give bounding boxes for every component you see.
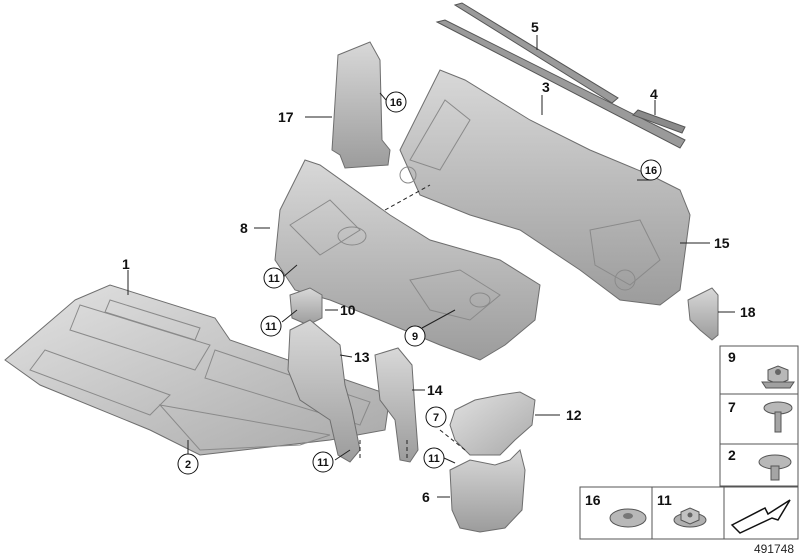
seal-strip-5-part [453, 2, 619, 104]
label-part-3: 3 [542, 79, 550, 95]
callout-part-16b-text: 16 [390, 97, 402, 109]
label-part-17: 17 [278, 109, 294, 125]
callout-part-2: 2 [177, 453, 199, 475]
callout-part-11c-text: 11 [317, 457, 329, 469]
callout-part-16b: 16 [385, 91, 407, 113]
fastener-legend: 9 7 2 16 11 [579, 345, 799, 540]
clip-16-icon [609, 508, 647, 528]
label-part-5: 5 [531, 19, 539, 35]
callout-part-11b-text: 11 [265, 321, 277, 333]
label-part-13: 13 [354, 349, 370, 365]
callout-part-16a: 16 [640, 159, 662, 181]
callout-part-7: 7 [425, 406, 447, 428]
legend-label-11: 11 [657, 492, 672, 508]
shield-6-part [449, 449, 526, 533]
rivet-7-icon [763, 401, 793, 433]
leader-lines [127, 35, 735, 498]
cover-18-part [687, 287, 719, 341]
legend-label-7: 7 [728, 399, 736, 415]
nut-11-icon [673, 507, 707, 528]
clip-2-icon [758, 454, 792, 481]
label-part-4: 4 [650, 86, 658, 102]
callout-part-16a-text: 16 [645, 165, 657, 177]
legend-label-16: 16 [585, 492, 601, 508]
bracket-10-part [289, 287, 323, 326]
callout-part-7-text: 7 [433, 412, 439, 424]
bulkhead-part [399, 69, 691, 306]
seal-strip-3-part [435, 19, 686, 149]
label-part-10: 10 [340, 302, 356, 318]
diagram-number: 491748 [753, 542, 794, 556]
callout-part-11a-text: 11 [268, 273, 280, 285]
callout-part-9-text: 9 [412, 331, 418, 343]
bonnet-insulation-part [4, 284, 391, 456]
insulation-14-part [374, 347, 419, 463]
direction-arrow-icon [730, 499, 791, 534]
callout-part-11a: 11 [263, 267, 285, 289]
seal-strip-4-part [632, 109, 686, 134]
legend-label-2: 2 [728, 447, 736, 463]
callout-part-9: 9 [404, 325, 426, 347]
heat-shield-12-part [449, 391, 536, 456]
nut-9-icon [761, 365, 795, 389]
bracket-17-part [331, 41, 391, 169]
callout-part-2-text: 2 [185, 459, 191, 471]
label-part-18: 18 [740, 304, 756, 320]
callout-part-11c: 11 [312, 451, 334, 473]
legend-box-11 [651, 486, 725, 540]
insulation-13-part [287, 319, 361, 463]
label-part-1: 1 [122, 256, 130, 272]
callout-part-11d: 11 [423, 447, 445, 469]
callout-part-11b: 11 [260, 315, 282, 337]
label-part-15: 15 [714, 235, 730, 251]
legend-label-9: 9 [728, 349, 736, 365]
callout-part-11d-text: 11 [428, 453, 440, 465]
label-part-6: 6 [422, 489, 430, 505]
label-part-8: 8 [240, 220, 248, 236]
label-part-14: 14 [427, 382, 443, 398]
label-part-12: 12 [566, 407, 582, 423]
